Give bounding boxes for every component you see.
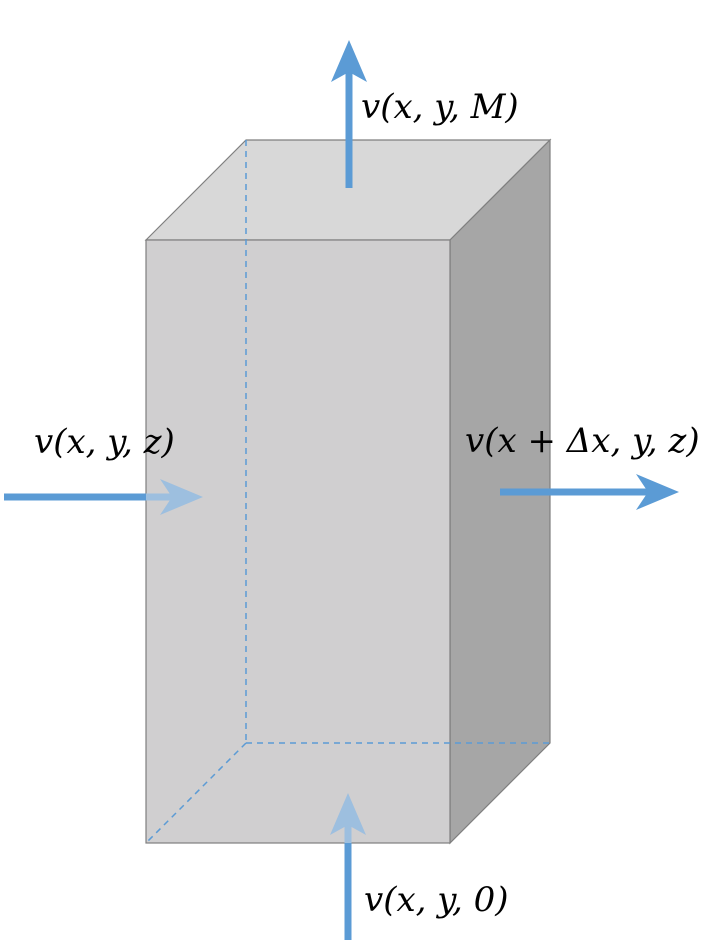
label-top-flux: v(x, y, M)	[361, 87, 519, 127]
left-flux-arrow	[4, 479, 203, 515]
top-flux-arrow	[331, 40, 367, 188]
hidden-edge-diagonal	[145, 742, 247, 844]
right-flux-arrow	[500, 474, 679, 510]
label-bottom-flux: v(x, y, 0)	[364, 880, 508, 920]
box-front-face	[145, 239, 451, 844]
bottom-flux-arrow	[330, 793, 366, 940]
label-left-flux: v(x, y, z)	[34, 422, 175, 462]
label-right-flux: v(x + Δx, y, z)	[465, 421, 700, 461]
hidden-edges	[145, 140, 550, 844]
